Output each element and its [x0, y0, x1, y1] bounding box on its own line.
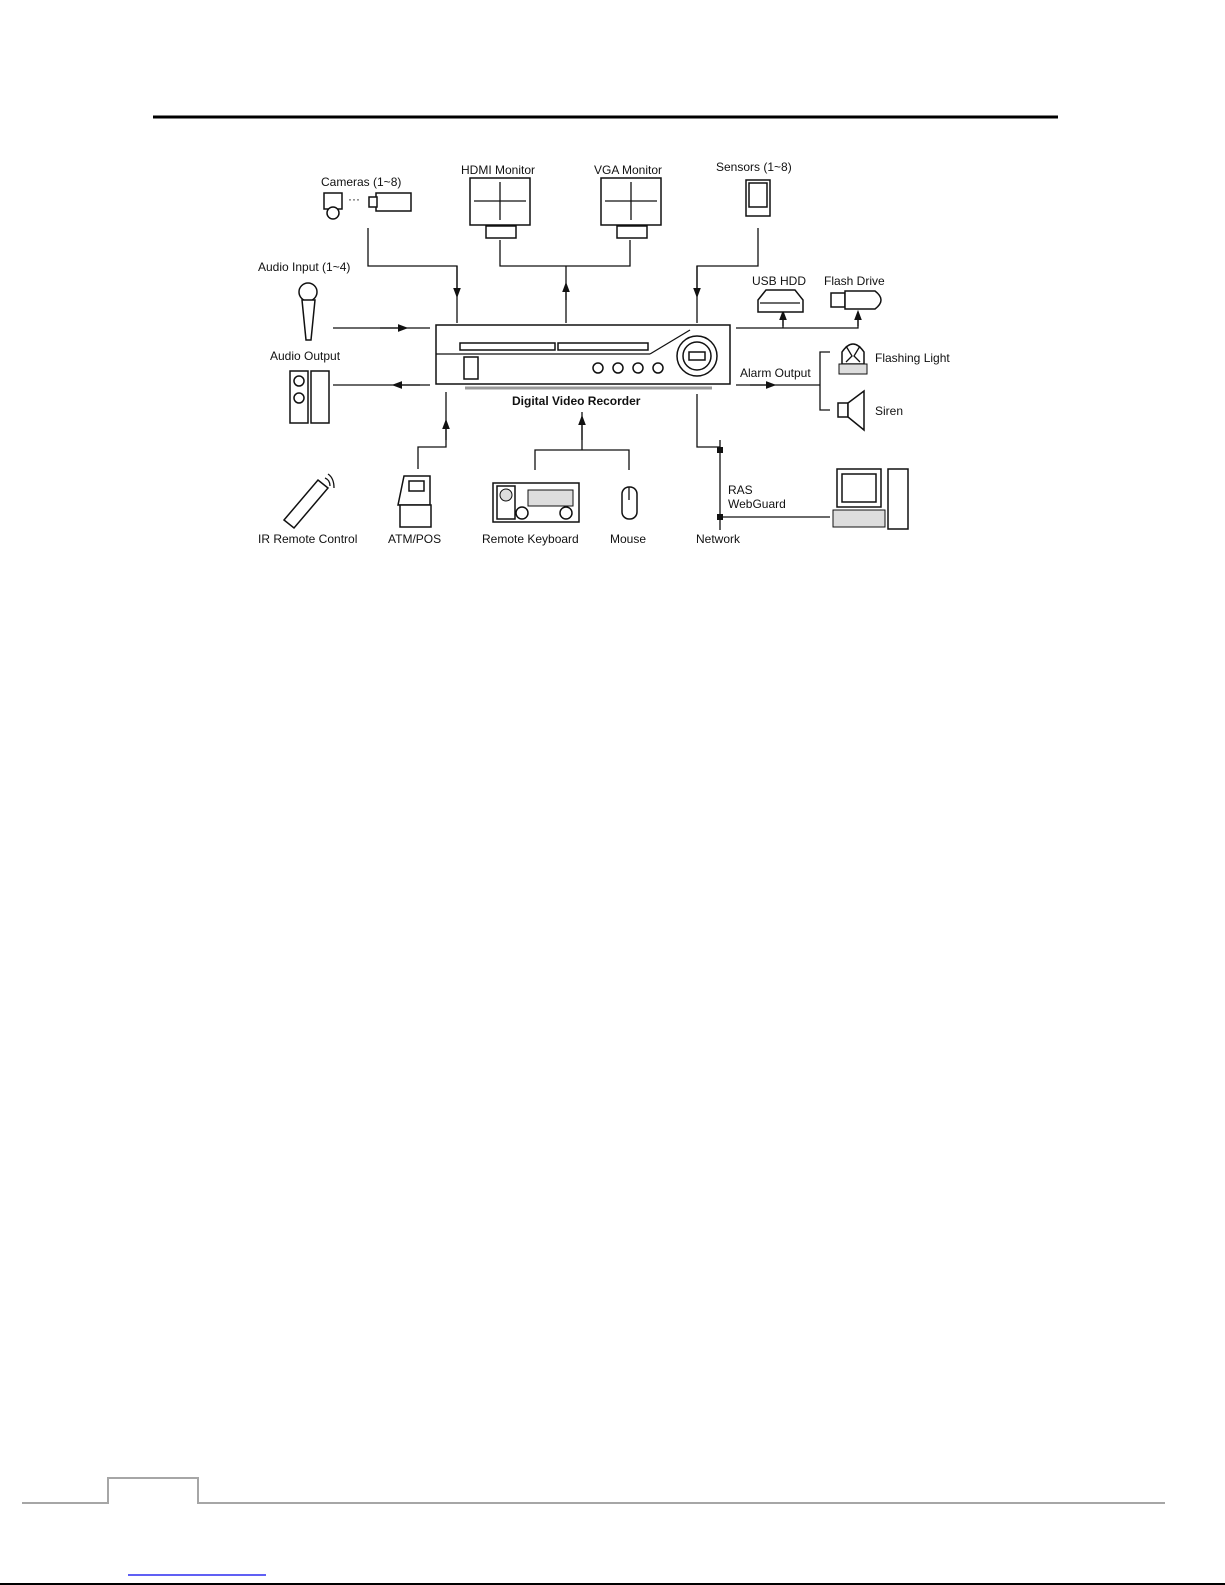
label-usb-hdd: USB HDD	[752, 274, 806, 288]
remote-keyboard-icon	[492, 482, 580, 523]
vga-monitor-icon	[600, 177, 662, 239]
footer-rule	[22, 1477, 1165, 1504]
flash-drive-icon	[830, 290, 882, 310]
label-ir-remote: IR Remote Control	[258, 532, 357, 546]
usb-hdd-icon	[757, 289, 804, 313]
label-webguard: WebGuard	[728, 497, 786, 511]
speaker-icon	[289, 370, 330, 424]
label-atm-pos: ATM/POS	[388, 532, 441, 546]
label-audio-output: Audio Output	[270, 349, 341, 363]
microphone-icon	[298, 282, 318, 341]
label-hdmi-monitor: HDMI Monitor	[461, 163, 535, 177]
siren-icon	[837, 389, 865, 432]
flashing-light-icon	[838, 343, 868, 375]
label-cameras: Cameras (1~8)	[321, 175, 401, 189]
label-sensors: Sensors (1~8)	[716, 160, 792, 174]
computer-icon	[832, 468, 909, 530]
label-network: Network	[696, 532, 741, 546]
camera-icon: ···	[323, 192, 412, 220]
label-ras: RAS	[728, 483, 753, 497]
label-flash-drive: Flash Drive	[824, 274, 885, 288]
connection-lines	[333, 228, 862, 530]
mouse-icon	[621, 486, 638, 520]
svg-text:···: ···	[348, 192, 360, 206]
sensor-icon	[745, 179, 771, 217]
label-siren: Siren	[875, 404, 903, 418]
dvr-icon	[435, 324, 731, 390]
label-audio-input: Audio Input (1~4)	[258, 260, 350, 274]
label-remote-keyboard: Remote Keyboard	[482, 532, 579, 546]
label-flashing-light: Flashing Light	[875, 351, 950, 365]
label-mouse: Mouse	[610, 532, 646, 546]
hdmi-monitor-icon	[469, 177, 531, 239]
label-alarm-output: Alarm Output	[740, 366, 811, 380]
ir-remote-icon	[282, 473, 335, 530]
atm-pos-icon	[397, 475, 432, 528]
label-vga-monitor: VGA Monitor	[594, 163, 662, 177]
label-dvr: Digital Video Recorder	[512, 394, 641, 408]
